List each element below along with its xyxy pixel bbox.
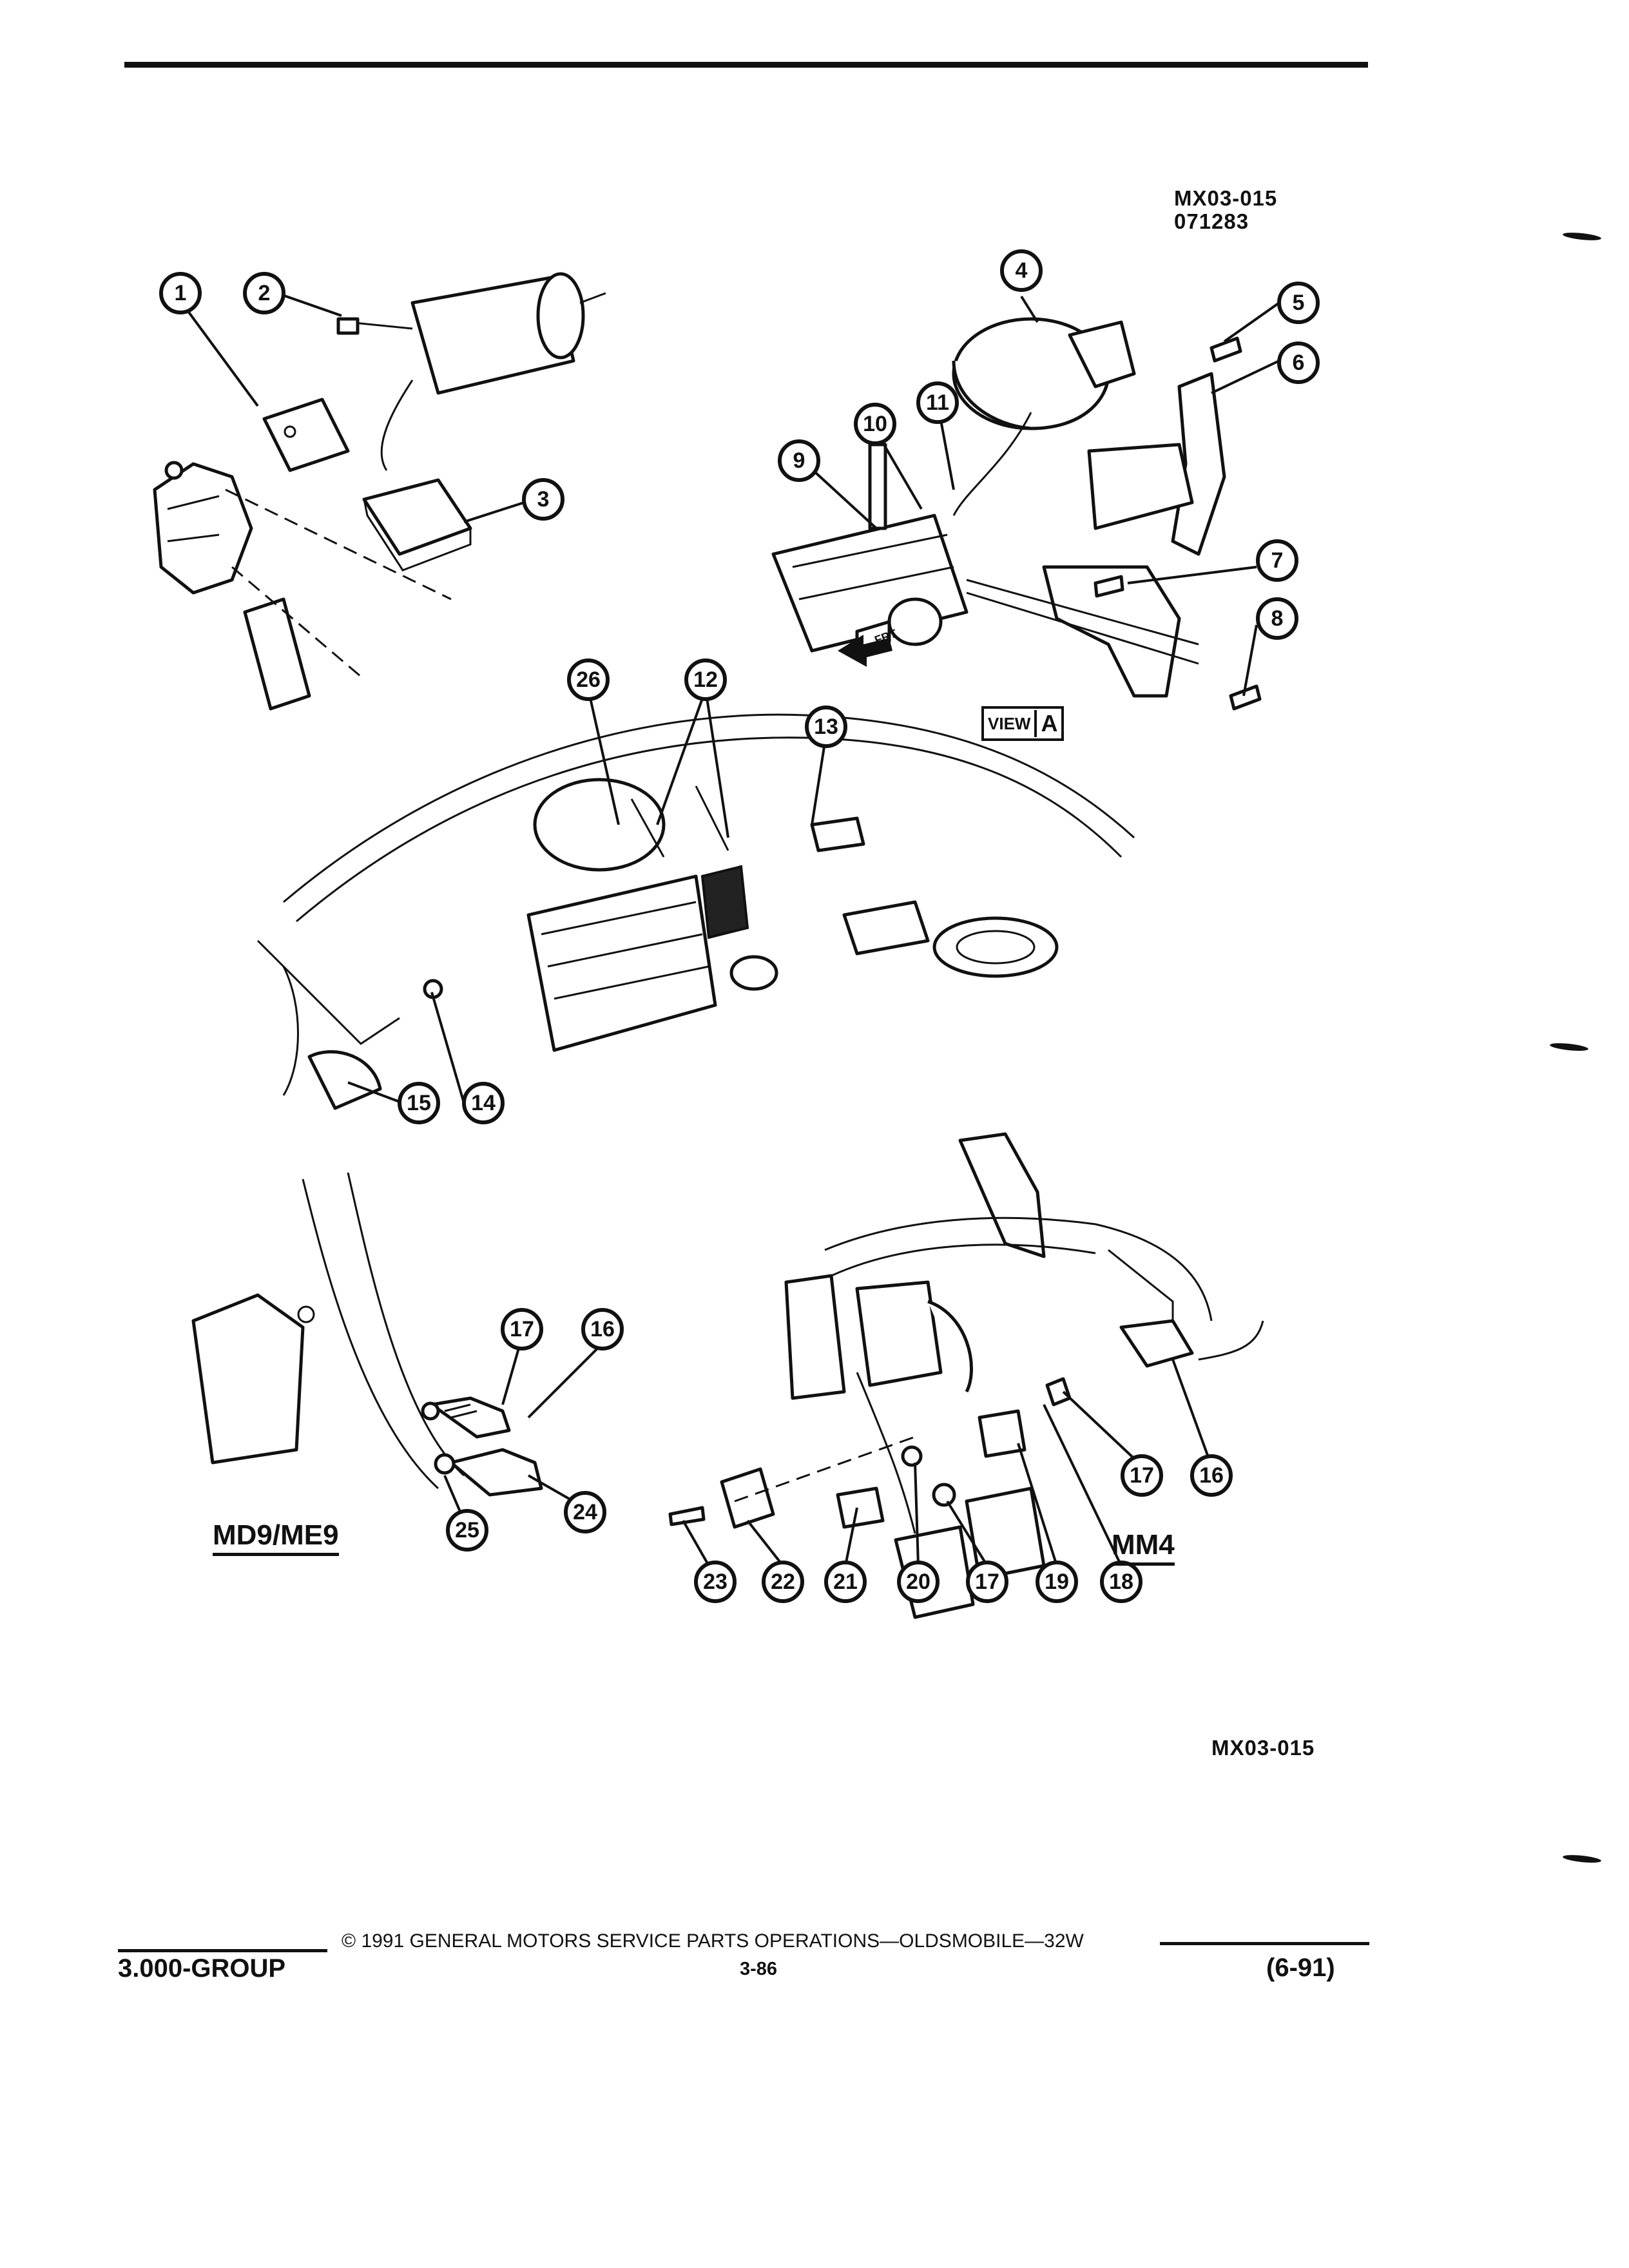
figure-reference: MX03-015 071283 — [1174, 187, 1277, 233]
callout-10: 10 — [854, 403, 896, 445]
callout-12: 12 — [684, 658, 727, 701]
svg-text:13: 13 — [814, 715, 838, 739]
callout-9: 9 — [778, 439, 820, 482]
svg-text:21: 21 — [833, 1570, 858, 1594]
svg-text:9: 9 — [793, 448, 805, 473]
callout-3: 3 — [522, 478, 564, 521]
svg-text:5: 5 — [1293, 291, 1305, 315]
callout-7: 7 — [1256, 539, 1298, 582]
callout-14: 14 — [462, 1082, 505, 1124]
svg-text:17: 17 — [975, 1570, 999, 1594]
svg-text:15: 15 — [407, 1091, 431, 1115]
callout-group: 1 2 3 4 5 6 7 8 9 10 11 12 13 14 15 16 1… — [159, 249, 1320, 1603]
servo-assembly — [771, 317, 1262, 711]
callout-6: 6 — [1277, 341, 1320, 384]
md9-switch-assembly — [191, 1172, 543, 1497]
svg-text:17: 17 — [510, 1317, 534, 1341]
callout-17a: 17 — [501, 1308, 543, 1350]
svg-text:11: 11 — [926, 390, 949, 415]
leader-lines — [179, 292, 1280, 1567]
svg-text:22: 22 — [771, 1570, 795, 1594]
svg-text:25: 25 — [455, 1518, 479, 1542]
callout-25: 25 — [446, 1509, 488, 1552]
bottom-figure-ref: MX03-015 — [1211, 1736, 1315, 1760]
svg-text:6: 6 — [1293, 351, 1305, 375]
callout-16a: 16 — [581, 1308, 624, 1350]
svg-text:16: 16 — [590, 1317, 615, 1341]
view-a-label: VIEW A — [981, 706, 1065, 741]
footer-group: 3.000-GROUP — [118, 1949, 327, 1983]
callout-1: 1 — [159, 272, 202, 314]
footer-rule-left — [118, 1949, 327, 1952]
svg-text:10: 10 — [863, 412, 887, 436]
svg-text:24: 24 — [573, 1500, 597, 1524]
svg-text:16: 16 — [1199, 1463, 1224, 1488]
footer-page-number: 3-86 — [740, 1959, 778, 1979]
callout-15: 15 — [398, 1082, 440, 1124]
callout-4: 4 — [1000, 249, 1043, 292]
callout-17c: 17 — [966, 1561, 1008, 1603]
callout-5: 5 — [1277, 282, 1320, 324]
callout-8: 8 — [1256, 597, 1298, 640]
svg-text:2: 2 — [258, 281, 271, 305]
svg-text:12: 12 — [693, 668, 718, 692]
svg-text:7: 7 — [1271, 548, 1284, 573]
svg-text:17: 17 — [1130, 1463, 1154, 1488]
variant-label-mm4: MM4 — [1112, 1529, 1175, 1566]
module-assembly — [153, 272, 606, 711]
view-word: VIEW — [988, 713, 1031, 733]
callout-2: 2 — [243, 272, 285, 314]
svg-text:19: 19 — [1045, 1570, 1069, 1594]
callout-26: 26 — [567, 658, 610, 701]
figure-ref-date: 071283 — [1174, 209, 1249, 233]
svg-text:26: 26 — [576, 668, 601, 692]
callout-23: 23 — [694, 1561, 737, 1603]
footer-rule-right — [1160, 1942, 1369, 1945]
callout-17b: 17 — [1121, 1454, 1163, 1497]
svg-text:3: 3 — [537, 487, 550, 512]
callout-21: 21 — [824, 1561, 867, 1603]
variant-label-md9: MD9/ME9 — [213, 1519, 339, 1556]
figure-ref-code: MX03-015 — [1174, 186, 1278, 210]
footer-copyright: © 1991 GENERAL MOTORS SERVICE PARTS OPER… — [342, 1930, 1084, 1952]
callout-24: 24 — [564, 1491, 606, 1533]
callout-19: 19 — [1036, 1561, 1078, 1603]
callout-18: 18 — [1100, 1561, 1142, 1603]
svg-text:23: 23 — [703, 1570, 728, 1594]
callout-11: 11 — [916, 381, 959, 424]
callout-16b: 16 — [1190, 1454, 1233, 1497]
footer-group-label: 3.000-GROUP — [118, 1954, 286, 1983]
footer-date: (6-91) — [1266, 1954, 1335, 1982]
svg-text:20: 20 — [906, 1570, 930, 1594]
callout-13: 13 — [805, 706, 847, 748]
callout-20: 20 — [897, 1561, 940, 1603]
svg-text:1: 1 — [175, 281, 187, 305]
svg-text:8: 8 — [1271, 606, 1284, 631]
mm4-pedal-assembly — [668, 1132, 1264, 1619]
svg-text:4: 4 — [1016, 258, 1028, 283]
engine-compartment — [256, 713, 1135, 1110]
view-letter: A — [1034, 710, 1057, 737]
svg-text:18: 18 — [1109, 1570, 1133, 1594]
callout-22: 22 — [762, 1561, 804, 1603]
top-rule — [124, 62, 1368, 68]
svg-text:14: 14 — [471, 1091, 496, 1115]
